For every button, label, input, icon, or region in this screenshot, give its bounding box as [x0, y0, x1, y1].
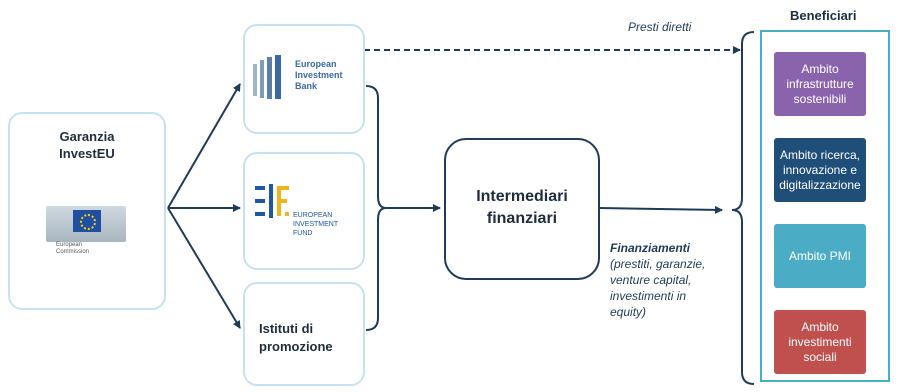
- financing-line1: (prestiti, garanzie,: [610, 257, 706, 271]
- financing-line2: venture capital,: [610, 273, 692, 287]
- eib-name-line3: Bank: [295, 81, 318, 91]
- eif-name-line3: FUND: [293, 230, 313, 237]
- direct-loans-label: Presti diretti: [628, 20, 692, 34]
- eib-box: European Investment Bank: [243, 24, 365, 134]
- beneficiaries-panel: [760, 30, 890, 382]
- eif-name-line1: EUROPEAN: [293, 212, 333, 219]
- eif-box: EUROPEAN INVESTMENT FUND: [243, 152, 365, 270]
- eib-logo-icon: [253, 55, 281, 99]
- financing-line3: investimenti in: [610, 289, 687, 303]
- eib-name-line1: European: [295, 59, 337, 69]
- beneficiary-4-line2: investimenti: [788, 334, 852, 349]
- beneficiary-smes: Ambito PMI: [774, 224, 866, 288]
- arrow-to-eib: [167, 83, 241, 209]
- intermediaries-line1: Intermediari: [476, 188, 568, 205]
- beneficiary-research-innovation: Ambito ricerca, innovazione e digitalizz…: [774, 138, 866, 202]
- logo-caption-line1: European: [56, 242, 83, 248]
- beneficiary-4-line3: sociali: [803, 349, 837, 364]
- promo-line2: promozione: [259, 339, 333, 354]
- logo-caption-line2: Commission: [56, 249, 90, 255]
- beneficiary-2-line3: digitalizzazione: [779, 177, 861, 192]
- eif-logo-icon: [255, 184, 289, 218]
- beneficiary-1-line3: sostenibili: [793, 91, 847, 106]
- beneficiary-4-line1: Ambito: [801, 319, 839, 334]
- arrow-to-promo: [167, 207, 241, 329]
- intermediaries-line2: finanziari: [486, 210, 558, 227]
- partners-brace: [365, 85, 387, 331]
- beneficiaries-title: Beneficiari: [790, 8, 857, 23]
- eif-name-line2: INVESTMENT: [293, 221, 339, 228]
- beneficiary-1-line2: infrastrutture: [786, 76, 854, 91]
- guarantee-title-line2: InvestEU: [59, 146, 115, 161]
- financing-line4: equity): [610, 305, 647, 319]
- commission-building-logo: [46, 206, 126, 242]
- beneficiary-3-line1: Ambito PMI: [788, 248, 851, 263]
- guarantee-title-line1: Garanzia: [59, 129, 115, 144]
- guarantee-box: Garanzia InvestEU European Commission: [8, 112, 166, 310]
- beneficiary-social-investments: Ambito investimenti sociali: [774, 310, 866, 374]
- beneficiary-2-line1: Ambito ricerca,: [779, 147, 860, 162]
- promotion-institutes-box: Istituti di promozione: [243, 282, 365, 386]
- intermediaries-box: Intermediari finanziari: [444, 138, 600, 280]
- arrow-to-beneficiaries: [599, 205, 723, 214]
- promo-line1: Istituti di: [259, 321, 314, 336]
- beneficiary-1-line1: Ambito: [801, 61, 839, 76]
- financing-title: Finanziamenti: [610, 241, 691, 255]
- beneficiary-2-line2: innovazione e: [782, 162, 858, 177]
- eib-name-line2: Investment: [295, 70, 343, 80]
- financing-label: Finanziamenti (prestiti, garanzie, ventu…: [610, 240, 705, 320]
- beneficiary-sustainable-infrastructure: Ambito infrastrutture sostenibili: [774, 52, 866, 116]
- beneficiaries-brace: [731, 31, 755, 385]
- eu-flag-icon: [73, 210, 101, 232]
